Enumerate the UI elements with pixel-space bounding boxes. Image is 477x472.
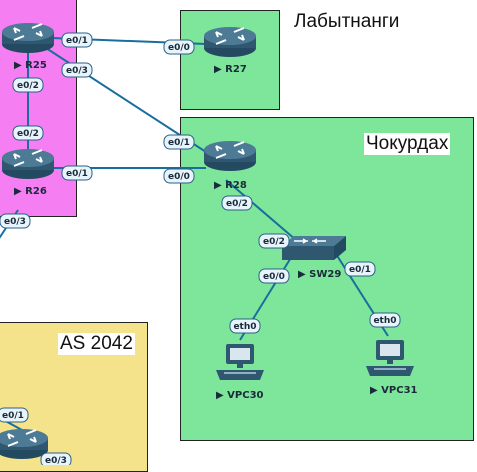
router-icon (1, 22, 55, 54)
region-labytnangi-label: Лабытнанги (292, 11, 402, 33)
router-icon (1, 148, 55, 180)
pc-icon (216, 344, 264, 380)
region-chokurdakh-label: Чокурдах (364, 133, 451, 155)
port-label: e0/2 (221, 195, 253, 211)
svg-text:eth0: eth0 (233, 322, 256, 332)
svg-text:e0/0: e0/0 (168, 43, 190, 53)
svg-text:e0/1: e0/1 (349, 265, 371, 275)
pc-vpc31[interactable]: ▶ VPC31 (366, 340, 418, 396)
router-r25[interactable]: ▶ R25 (1, 22, 55, 71)
port-label: eth0 (229, 318, 261, 334)
router-r28[interactable]: ▶ R28 (203, 140, 257, 191)
router-r25-label: ▶ R25 (14, 60, 47, 71)
router-r26-label: ▶ R26 (14, 186, 47, 197)
svg-text:e0/1: e0/1 (66, 36, 88, 46)
svg-text:e0/3: e0/3 (45, 456, 67, 465)
svg-text:e0/3: e0/3 (66, 66, 88, 76)
router-bottom[interactable] (0, 428, 49, 460)
router-icon (203, 140, 257, 172)
port-label: e0/2 (12, 125, 44, 141)
pc-vpc30[interactable]: ▶ VPC30 (216, 344, 264, 401)
router-r27[interactable]: ▶ R27 (203, 26, 257, 75)
port-label: e0/0 (258, 268, 290, 284)
svg-text:e0/1: e0/1 (66, 169, 88, 179)
region-as2042-label: AS 2042 (58, 333, 135, 355)
port-labels: e0/1 e0/0 e0/3 e0/1 e0/2 e0/2 e0/1 e0/0 … (0, 32, 401, 465)
port-label: eth0 (369, 312, 401, 328)
router-r28-label: ▶ R28 (214, 180, 247, 191)
svg-text:e0/1: e0/1 (168, 138, 190, 148)
pc-vpc31-label: ▶ VPC31 (370, 385, 418, 396)
svg-text:e0/2: e0/2 (17, 129, 39, 139)
svg-text:eth0: eth0 (373, 316, 396, 326)
pc-icon (366, 340, 414, 376)
router-icon (203, 26, 257, 58)
svg-text:e0/2: e0/2 (263, 237, 285, 247)
port-label: e0/1 (61, 32, 93, 48)
port-label: e0/0 (163, 39, 195, 55)
port-label: e0/0 (163, 168, 195, 184)
svg-text:e0/2: e0/2 (226, 199, 248, 209)
router-icon (0, 428, 49, 460)
svg-text:e0/0: e0/0 (263, 272, 285, 282)
port-label: e0/1 (163, 134, 195, 150)
region-chokurdakh (180, 117, 474, 441)
port-label: e0/1 (61, 165, 93, 181)
switch-sw29[interactable]: ▶ SW29 (281, 235, 347, 280)
svg-text:e0/3: e0/3 (4, 217, 26, 227)
link-r28-sw29[interactable] (225, 179, 297, 241)
port-label: e0/1 (0, 407, 29, 423)
region-labytnangi (180, 10, 280, 110)
svg-text:e0/1: e0/1 (2, 411, 24, 421)
port-label: e0/1 (344, 261, 376, 277)
port-label: e0/3 (61, 62, 93, 78)
port-label: e0/3 (40, 452, 72, 465)
router-r27-label: ▶ R27 (214, 64, 247, 75)
svg-text:e0/0: e0/0 (168, 172, 190, 182)
router-r26[interactable]: ▶ R26 (1, 148, 55, 197)
port-label: e0/3 (0, 213, 31, 229)
port-label: e0/2 (12, 77, 44, 93)
pc-vpc30-label: ▶ VPC30 (216, 390, 264, 401)
switch-sw29-label: ▶ SW29 (298, 269, 341, 280)
svg-text:e0/2: e0/2 (17, 81, 39, 91)
port-label: e0/2 (258, 233, 290, 249)
switch-icon (281, 235, 347, 261)
